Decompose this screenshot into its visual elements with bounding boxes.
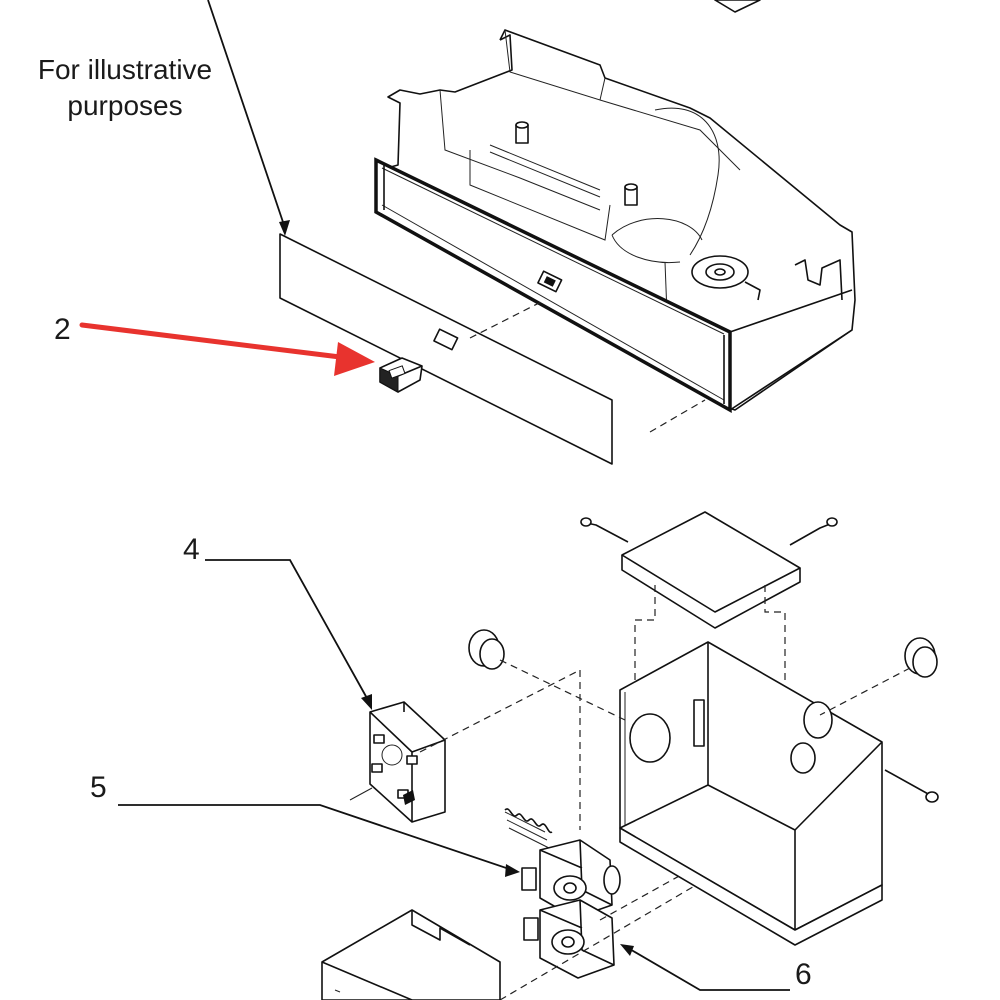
terminal-block [205, 559, 581, 823]
thermostat-assembly [118, 804, 791, 1000]
control-box [468, 511, 939, 946]
callout-4: 4 [183, 533, 200, 566]
lower-bracket [321, 909, 501, 1000]
leader-arrowhead-top [279, 220, 290, 236]
trim-strip [279, 233, 706, 465]
illustrative-note-line2: purposes [67, 90, 183, 121]
illustrative-note: For illustrative purposes [10, 52, 240, 124]
top-right-fragment [714, 0, 761, 13]
callout-5: 5 [90, 771, 107, 804]
illustrative-note-line1: For illustrative [37, 54, 213, 85]
callout-2: 2 [54, 313, 71, 346]
callout-6: 6 [795, 958, 812, 991]
rocker-switch [379, 357, 423, 393]
housing-tray [374, 29, 856, 413]
leader-line-top [207, 0, 286, 229]
highlight-arrow [79, 322, 375, 376]
